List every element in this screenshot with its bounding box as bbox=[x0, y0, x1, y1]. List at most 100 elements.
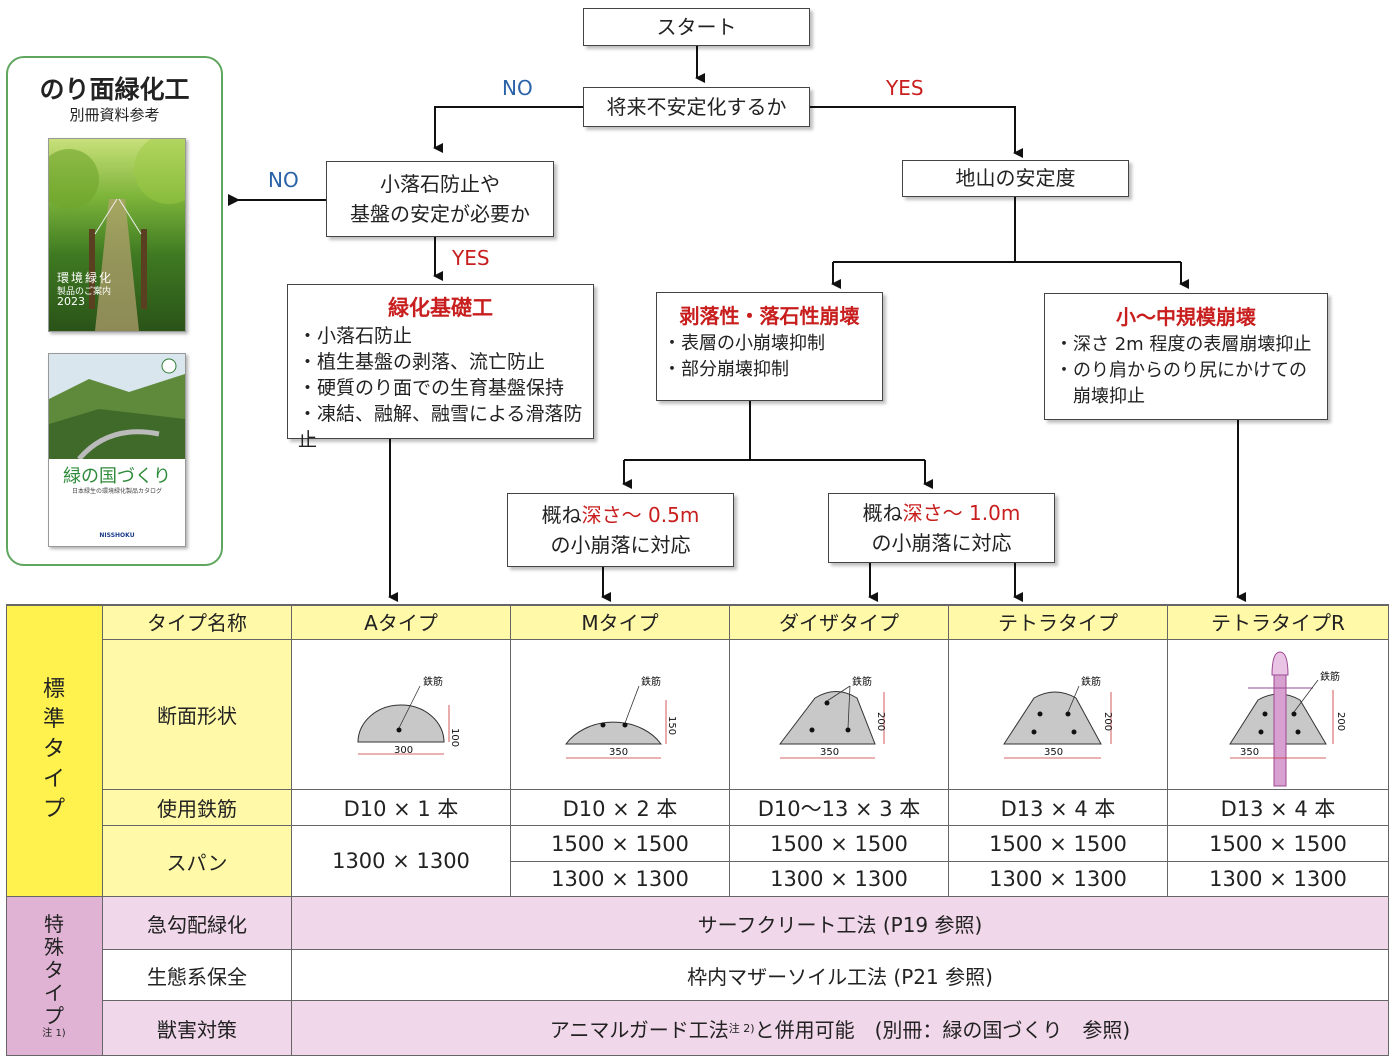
standard-char: イ bbox=[42, 767, 65, 792]
forest-bridge-image bbox=[49, 139, 185, 331]
cover1-year: 2023 bbox=[57, 295, 85, 308]
cross-section-tetra-r: 鉄筋 350 200 bbox=[1229, 650, 1346, 786]
special-label-ecosystem: 生態系保全 bbox=[103, 950, 292, 1001]
cover1-line2: 製品のご案内 bbox=[57, 287, 112, 297]
start-label: スタート bbox=[656, 15, 737, 39]
type-name-a: Aタイプ bbox=[292, 604, 511, 640]
span-daiza-2: 1300 × 1300 bbox=[730, 862, 949, 897]
greening-foundation-title: 緑化基礎工 bbox=[388, 296, 493, 320]
type-name-m: Mタイプ bbox=[511, 604, 730, 640]
cross-section-a: 鉄筋 300 100 bbox=[357, 675, 460, 756]
standard-char: 準 bbox=[42, 707, 65, 732]
span-tetra-1: 1500 × 1500 bbox=[949, 826, 1168, 862]
rebar-tag-daiza: 鉄筋 bbox=[852, 675, 872, 688]
greening-foundation-box: 緑化基礎工 ・小落石防止 ・植生基盤の剥落、流亡防止 ・硬質のり面での生育基盤保… bbox=[287, 284, 594, 451]
arrow-q1-yes bbox=[810, 106, 1023, 158]
greening-item: ・凍結、融解、融雪による滑落防止 bbox=[298, 403, 583, 451]
cover1-line1: 環境緑化 bbox=[57, 271, 114, 285]
depth-10-box: 概ね深さ〜 1.0m の小崩落に対応 bbox=[828, 493, 1055, 563]
peeling-collapse-box: 剥落性・落石性崩壊 ・表層の小崩壊抑制 ・部分崩壊抑制 bbox=[656, 292, 883, 401]
special-char: タ bbox=[44, 957, 64, 982]
special-char: 殊 bbox=[44, 934, 64, 959]
section-daiza: 鉄筋 350 200 bbox=[730, 640, 949, 790]
width-label-daiza: 350 bbox=[820, 747, 839, 758]
height-label-a: 100 bbox=[449, 728, 460, 747]
height-label-tetra-r: 200 bbox=[1335, 712, 1346, 731]
rebar-daiza: D10〜13 × 3 本 bbox=[730, 790, 949, 826]
cover2-subtitle: 日本緑生の環境緑化製品カタログ bbox=[71, 488, 162, 495]
width-label-m: 350 bbox=[609, 747, 628, 758]
rebar-tag-a: 鉄筋 bbox=[423, 675, 443, 688]
span-m-1: 1500 × 1500 bbox=[511, 826, 730, 862]
rebar-tetra-r: D13 × 4 本 bbox=[1168, 790, 1389, 826]
greening-item: ・植生基盤の剥落、流亡防止 bbox=[298, 351, 546, 373]
flow-connectors bbox=[228, 46, 1246, 602]
question-rockfall-line2: 基盤の安定が必要か bbox=[350, 202, 530, 226]
special-value-ecosystem: 枠内マザーソイル工法 (P21 参照) bbox=[292, 950, 1389, 1001]
width-label-a: 300 bbox=[394, 745, 413, 756]
greening-item: ・硬質のり面での生育基盤保持 bbox=[298, 377, 565, 399]
special-type-label: 特 殊 タ イ プ 注 1) bbox=[6, 897, 103, 1056]
yes-label-2: YES bbox=[452, 246, 490, 270]
rebar-tag-tetra-r: 鉄筋 bbox=[1320, 670, 1340, 683]
question-rockfall-line1: 小落石防止や bbox=[380, 172, 500, 196]
standard-char: 標 bbox=[42, 677, 65, 702]
special-char: イ bbox=[44, 980, 64, 1005]
question-instability: 将来不安定化するか bbox=[583, 87, 810, 127]
question-instability-label: 将来不安定化するか bbox=[606, 95, 787, 119]
row-label-type: タイプ名称 bbox=[103, 604, 292, 640]
mountain-highway-image bbox=[49, 354, 185, 459]
special-value-animal: アニマルガード工法注 2) と併用可能 (別冊：緑の国づくり 参照) bbox=[292, 1001, 1389, 1056]
cross-section-daiza: 鉄筋 350 200 bbox=[778, 675, 886, 758]
small-mid-collapse-box: 小〜中規模崩壊 ・深さ 2m 程度の表層崩壊抑止 ・のり肩からのり尻にかけての … bbox=[1044, 293, 1328, 420]
section-tetra: 鉄筋 350 200 bbox=[949, 640, 1168, 790]
catalog-cover-greening: 環境緑化 製品のご案内 2023 bbox=[48, 138, 186, 332]
cover2-brand: NISSHOKU bbox=[99, 532, 135, 539]
height-label-tetra: 200 bbox=[1102, 712, 1113, 731]
question-rockfall: 小落石防止や 基盤の安定が必要か bbox=[326, 161, 554, 237]
depth-05-value: 深さ〜 0.5m bbox=[581, 503, 700, 527]
small-mid-item: ・のり肩からのり尻にかけての bbox=[1055, 360, 1307, 381]
no-label-1: NO bbox=[502, 76, 533, 100]
standard-char: タ bbox=[42, 737, 65, 762]
standard-char: プ bbox=[42, 797, 65, 822]
animal-guard-note: 注 2) bbox=[728, 1022, 755, 1035]
rebar-tag-tetra: 鉄筋 bbox=[1081, 675, 1101, 688]
cover2-title: 緑の国づくり bbox=[63, 466, 171, 487]
span-tetra-2: 1300 × 1300 bbox=[949, 862, 1168, 897]
width-label-tetra-r: 350 bbox=[1240, 747, 1259, 758]
side-panel: のり面緑化工 別冊資料参考 環境緑化 製品のご案内 2023 緑の国づくり 日本… bbox=[6, 56, 223, 566]
type-table: 標 準 タ イ プ 特 殊 タ イ プ 注 1) タイプ名称 断面形状 使用鉄筋… bbox=[6, 604, 1389, 1056]
peeling-item: ・表層の小崩壊抑制 bbox=[663, 333, 825, 354]
special-note: 注 1) bbox=[42, 1027, 66, 1039]
section-a: 鉄筋 300 100 bbox=[292, 640, 511, 790]
start-box: スタート bbox=[583, 8, 810, 46]
width-label-tetra: 350 bbox=[1044, 747, 1063, 758]
height-label-daiza: 200 bbox=[875, 712, 886, 731]
special-value-steep: サーフクリート工法 (P19 参照) bbox=[292, 897, 1389, 950]
small-mid-item: ・深さ 2m 程度の表層崩壊抑止 bbox=[1055, 334, 1312, 355]
section-tetra-r: 鉄筋 350 200 bbox=[1168, 640, 1389, 790]
type-name-tetra: テトラタイプ bbox=[949, 604, 1168, 640]
row-label-rebar: 使用鉄筋 bbox=[103, 790, 292, 826]
span-m-2: 1300 × 1300 bbox=[511, 862, 730, 897]
span-a: 1300 × 1300 bbox=[292, 826, 511, 897]
row-label-section: 断面形状 bbox=[103, 640, 292, 790]
special-char: 特 bbox=[44, 911, 64, 936]
special-label-steep: 急勾配緑化 bbox=[103, 897, 292, 950]
animal-guard-method: アニマルガード工法 bbox=[549, 1017, 729, 1042]
side-panel-title: のり面緑化工 bbox=[39, 75, 190, 104]
rebar-tetra: D13 × 4 本 bbox=[949, 790, 1168, 826]
depth-05-box: 概ね深さ〜 0.5m の小崩落に対応 bbox=[507, 493, 734, 567]
catalog-cover-green-nation: 緑の国づくり 日本緑生の環境緑化製品カタログ NISSHOKU bbox=[48, 353, 186, 547]
span-tetra-r-1: 1500 × 1500 bbox=[1168, 826, 1389, 862]
depth-10-prefix: 概ね bbox=[862, 501, 903, 525]
height-label-m: 150 bbox=[666, 716, 677, 735]
cross-section-tetra: 鉄筋 350 200 bbox=[1003, 675, 1113, 758]
small-mid-collapse-title: 小〜中規模崩壊 bbox=[1116, 305, 1256, 329]
yes-label-1: YES bbox=[886, 76, 924, 100]
peeling-collapse-title: 剥落性・落石性崩壊 bbox=[679, 304, 860, 328]
cross-section-m: 鉄筋 350 150 bbox=[565, 675, 677, 758]
rebar-a: D10 × 1 本 bbox=[292, 790, 511, 826]
arrow-q1-no bbox=[433, 106, 583, 153]
